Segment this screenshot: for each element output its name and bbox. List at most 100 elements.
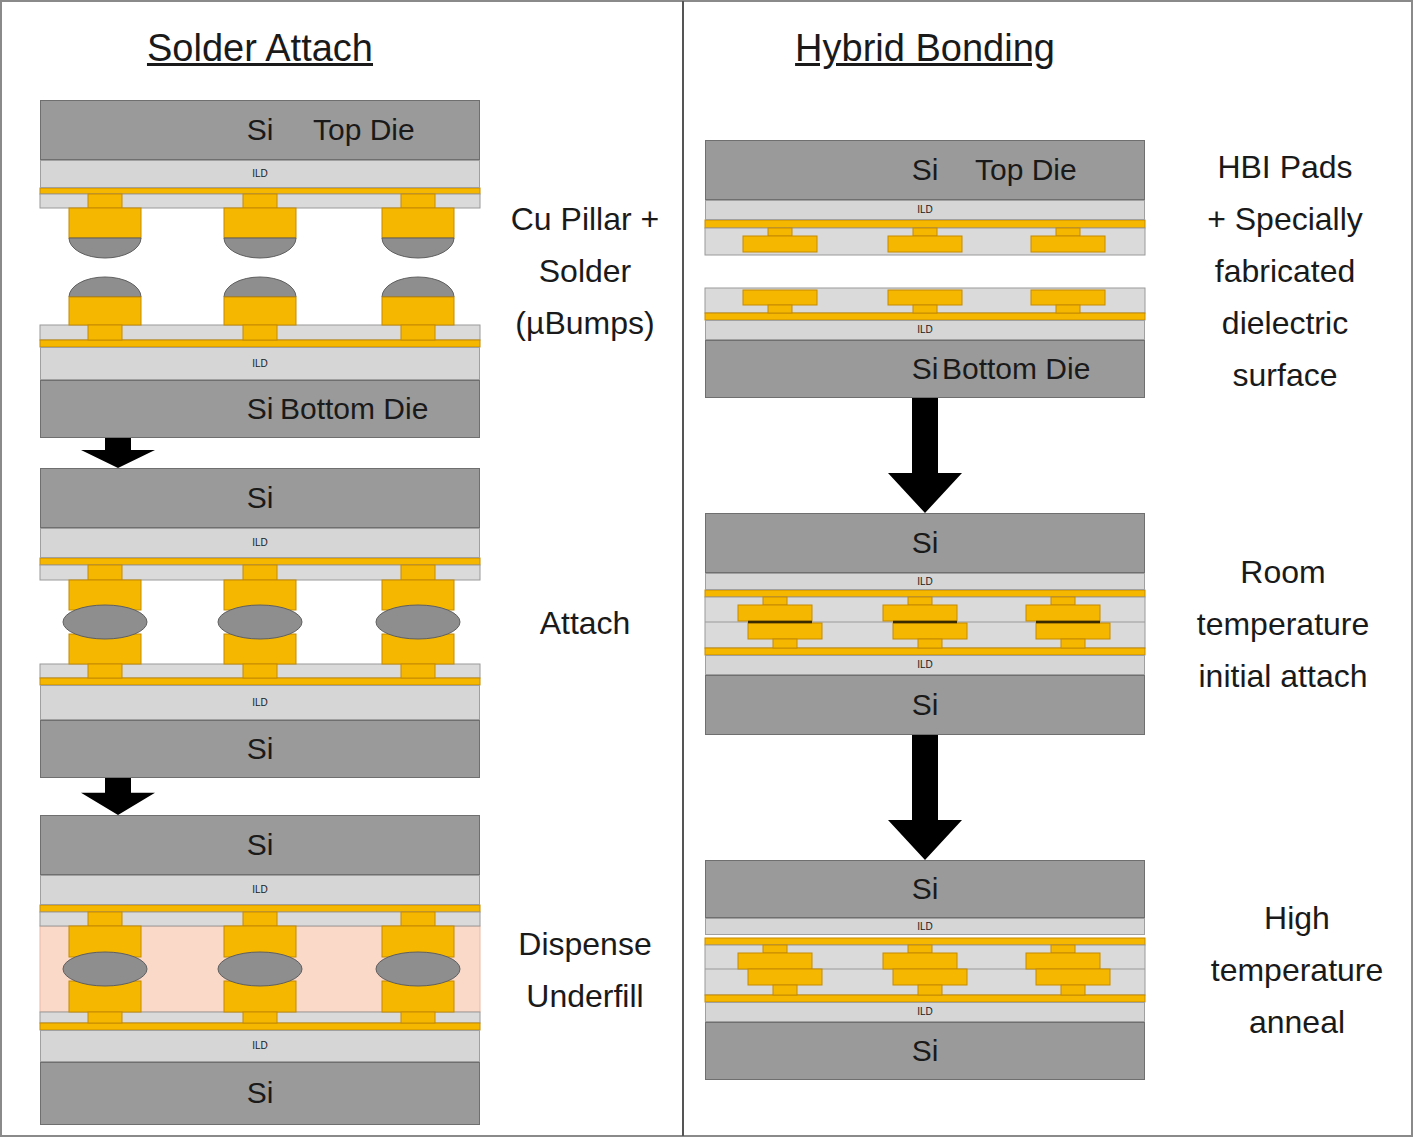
layer-label: ILD xyxy=(252,884,268,896)
silicon-layer: Si xyxy=(705,1022,1145,1080)
via-neck xyxy=(768,228,792,236)
silicon-layer: Si xyxy=(705,860,1145,918)
hbi-pad xyxy=(1026,953,1100,969)
die-label: Top Die xyxy=(313,113,415,148)
silicon-layer: Si Top Die xyxy=(705,140,1145,200)
solder-cap xyxy=(69,238,141,258)
silicon-layer: Si xyxy=(705,513,1145,573)
layer-label: Si xyxy=(912,352,939,387)
via-neck xyxy=(773,639,797,648)
cu-pillar xyxy=(224,297,296,325)
via-neck xyxy=(918,985,942,995)
metal-line xyxy=(705,648,1145,655)
via-neck xyxy=(243,565,277,580)
metal-line xyxy=(40,905,480,912)
ild-layer: ILD xyxy=(705,320,1145,340)
ild-layer: ILD xyxy=(705,573,1145,590)
step-label: High temperature anneal xyxy=(1187,892,1407,1048)
solder-cap xyxy=(69,277,141,297)
dielectric xyxy=(705,597,1145,648)
hbi-pad xyxy=(748,969,822,985)
metal-line xyxy=(40,1023,480,1030)
layer-label: Si xyxy=(912,872,939,907)
via-neck xyxy=(243,664,277,678)
layer-label: ILD xyxy=(252,358,268,370)
solder-cap xyxy=(224,238,296,258)
via-neck xyxy=(913,228,937,236)
hbi-pad xyxy=(883,605,957,621)
passivation xyxy=(40,194,480,208)
die-label: Bottom Die xyxy=(942,352,1090,387)
silicon-layer: Si xyxy=(40,720,480,778)
panel-heading: Hybrid Bonding xyxy=(715,20,1135,76)
via-neck xyxy=(88,664,122,678)
step-label: Cu Pillar + Solder (µBumps) xyxy=(500,193,670,349)
via-neck xyxy=(401,912,435,926)
process-arrow xyxy=(888,735,962,860)
underfill xyxy=(40,926,480,1012)
ild-layer: ILD xyxy=(40,528,480,558)
hbi-pad xyxy=(893,969,967,985)
passivation xyxy=(40,565,480,580)
layer-label: ILD xyxy=(917,204,933,216)
via-neck xyxy=(1051,945,1075,953)
metal-line xyxy=(40,558,480,565)
layer-label: ILD xyxy=(917,921,933,933)
step-label: Room temperature initial attach xyxy=(1173,546,1393,702)
via-neck xyxy=(1061,639,1085,648)
layer-label: ILD xyxy=(252,1040,268,1052)
package-structure xyxy=(40,188,1145,1030)
die-label: Top Die xyxy=(975,153,1077,188)
panel-heading: Solder Attach xyxy=(50,20,470,76)
step-label: HBI Pads + Specially fabricated dielectr… xyxy=(1205,141,1365,401)
layer-label: ILD xyxy=(252,537,268,549)
ild-layer: ILD xyxy=(40,1030,480,1062)
via-neck xyxy=(401,565,435,580)
via-neck xyxy=(918,639,942,648)
unbonded-gap xyxy=(748,621,812,624)
cu-pillar xyxy=(69,297,141,325)
hbi-pad xyxy=(888,290,962,305)
hbi-pad xyxy=(883,953,957,969)
via-neck xyxy=(763,945,787,953)
process-arrow xyxy=(888,398,962,513)
ild-layer: ILD xyxy=(40,875,480,905)
layer-label: Si xyxy=(912,688,939,723)
solder-joint xyxy=(376,605,460,639)
layer-label: ILD xyxy=(917,576,933,588)
metal-line xyxy=(40,340,480,347)
via-neck xyxy=(401,194,435,208)
layer-label: ILD xyxy=(252,168,268,180)
layer-label: Si xyxy=(247,828,274,863)
via-neck xyxy=(401,664,435,678)
via-neck xyxy=(88,912,122,926)
via-neck xyxy=(401,1012,435,1023)
bond-interface xyxy=(705,622,1145,623)
solder-cap xyxy=(224,277,296,297)
via-neck xyxy=(1056,228,1080,236)
via-neck xyxy=(1061,985,1085,995)
layer-label: ILD xyxy=(252,697,268,709)
passivation xyxy=(40,325,480,340)
via-neck xyxy=(243,325,277,340)
unbonded-gap xyxy=(893,621,957,624)
hbi-pad xyxy=(1026,605,1100,621)
layer-label: Si xyxy=(247,732,274,767)
layer-label: ILD xyxy=(917,324,933,336)
cu-pillar xyxy=(69,208,141,238)
ild-layer: ILD xyxy=(705,200,1145,220)
metal-line xyxy=(40,188,480,194)
passivation xyxy=(40,912,480,926)
silicon-layer: Si xyxy=(705,675,1145,735)
via-neck xyxy=(1051,597,1075,605)
solder-joint xyxy=(63,605,147,639)
cu-pillar xyxy=(382,208,454,238)
passivation xyxy=(40,1012,480,1023)
layer-label: Si xyxy=(247,392,274,427)
ild-layer: ILD xyxy=(705,655,1145,675)
solder-joint xyxy=(218,952,302,986)
via-neck xyxy=(763,597,787,605)
layer-label: Si xyxy=(912,153,939,188)
passivation xyxy=(40,664,480,678)
